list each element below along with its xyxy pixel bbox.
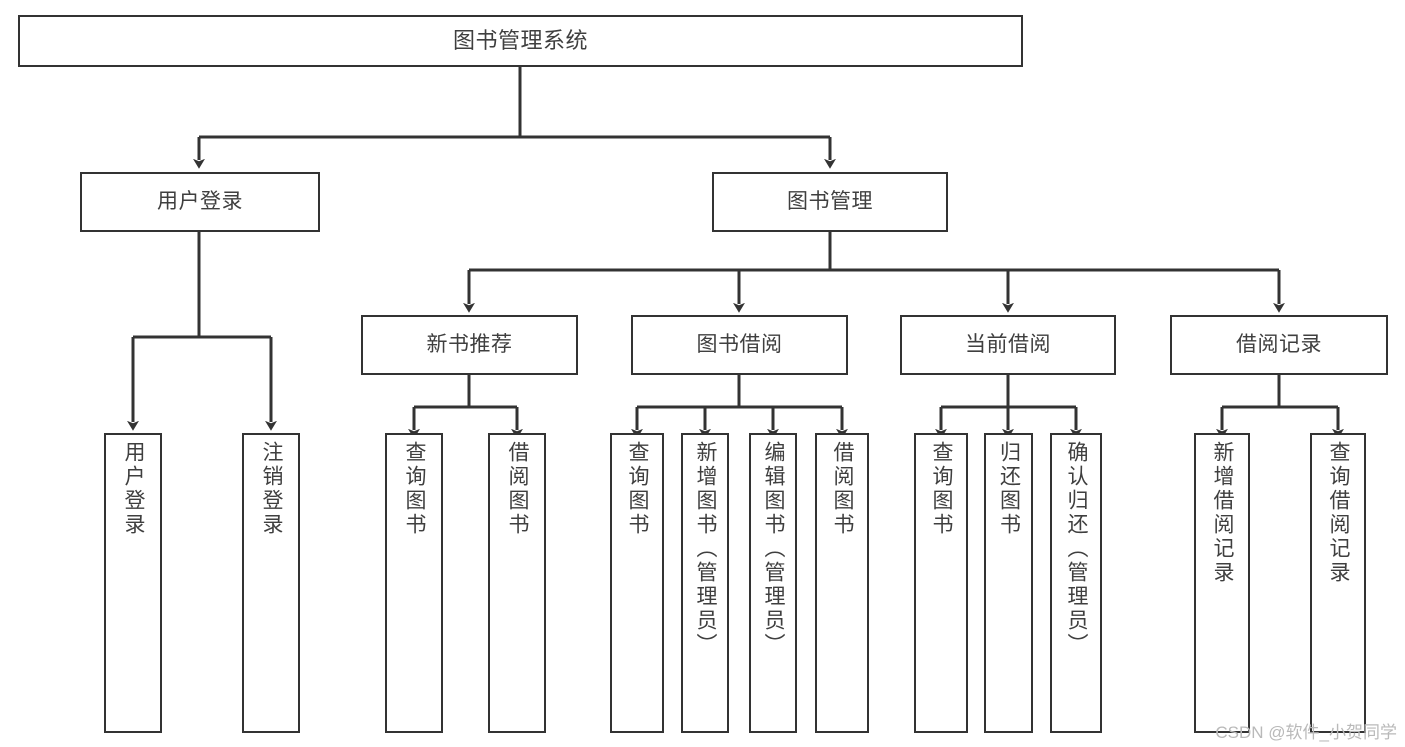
node-new-book-recommendation[interactable]: 新书推荐 bbox=[361, 315, 578, 375]
node-label: 查询图书 bbox=[930, 441, 954, 537]
csdn-watermark: CSDN @软件_小贺同学 bbox=[1215, 723, 1397, 742]
leaf-borrow-add-book-admin[interactable]: 新增图书（管理员） bbox=[681, 433, 729, 733]
node-label: 新增图书（管理员） bbox=[694, 441, 718, 657]
node-root-book-management-system[interactable]: 图书管理系统 bbox=[18, 15, 1023, 67]
node-label: 新书推荐 bbox=[426, 333, 513, 357]
leaf-borrow-borrow-book[interactable]: 借阅图书 bbox=[815, 433, 869, 733]
node-label: 借阅记录 bbox=[1236, 333, 1322, 357]
node-label: 当前借阅 bbox=[965, 333, 1051, 357]
leaf-current-return-book[interactable]: 归还图书 bbox=[984, 433, 1033, 733]
node-label: 用户登录 bbox=[157, 190, 243, 214]
node-book-management[interactable]: 图书管理 bbox=[712, 172, 948, 232]
node-label: 图书管理 bbox=[787, 190, 873, 214]
node-user-login[interactable]: 用户登录 bbox=[80, 172, 320, 232]
leaf-logout[interactable]: 注销登录 bbox=[242, 433, 300, 733]
leaf-record-add-borrow-record[interactable]: 新增借阅记录 bbox=[1194, 433, 1250, 733]
leaf-current-query-book[interactable]: 查询图书 bbox=[914, 433, 968, 733]
node-label: 借阅图书 bbox=[831, 441, 855, 537]
leaf-record-query-borrow-record[interactable]: 查询借阅记录 bbox=[1310, 433, 1366, 733]
node-label: 编辑图书（管理员） bbox=[762, 441, 786, 657]
leaf-user-login[interactable]: 用户登录 bbox=[104, 433, 162, 733]
node-borrow-records[interactable]: 借阅记录 bbox=[1170, 315, 1388, 375]
node-label: 确认归还（管理员） bbox=[1065, 441, 1089, 657]
node-label: 新增借阅记录 bbox=[1211, 441, 1235, 585]
leaf-borrow-query-book[interactable]: 查询图书 bbox=[610, 433, 664, 733]
node-label: 图书借阅 bbox=[696, 333, 783, 357]
node-current-borrowing[interactable]: 当前借阅 bbox=[900, 315, 1116, 375]
node-label: 查询图书 bbox=[626, 441, 650, 537]
node-book-borrowing[interactable]: 图书借阅 bbox=[631, 315, 848, 375]
leaf-new-book-borrow-book[interactable]: 借阅图书 bbox=[488, 433, 546, 733]
node-label: 图书管理系统 bbox=[452, 27, 588, 53]
node-label: 注销登录 bbox=[260, 441, 284, 537]
node-label: 查询借阅记录 bbox=[1327, 441, 1351, 585]
leaf-borrow-edit-book-admin[interactable]: 编辑图书（管理员） bbox=[749, 433, 797, 733]
leaf-current-confirm-return-admin[interactable]: 确认归还（管理员） bbox=[1050, 433, 1102, 733]
node-label: 借阅图书 bbox=[506, 441, 530, 537]
leaf-new-book-query-book[interactable]: 查询图书 bbox=[385, 433, 443, 733]
node-label: 用户登录 bbox=[122, 441, 146, 537]
node-label: 查询图书 bbox=[403, 441, 427, 537]
node-label: 归还图书 bbox=[997, 441, 1021, 537]
